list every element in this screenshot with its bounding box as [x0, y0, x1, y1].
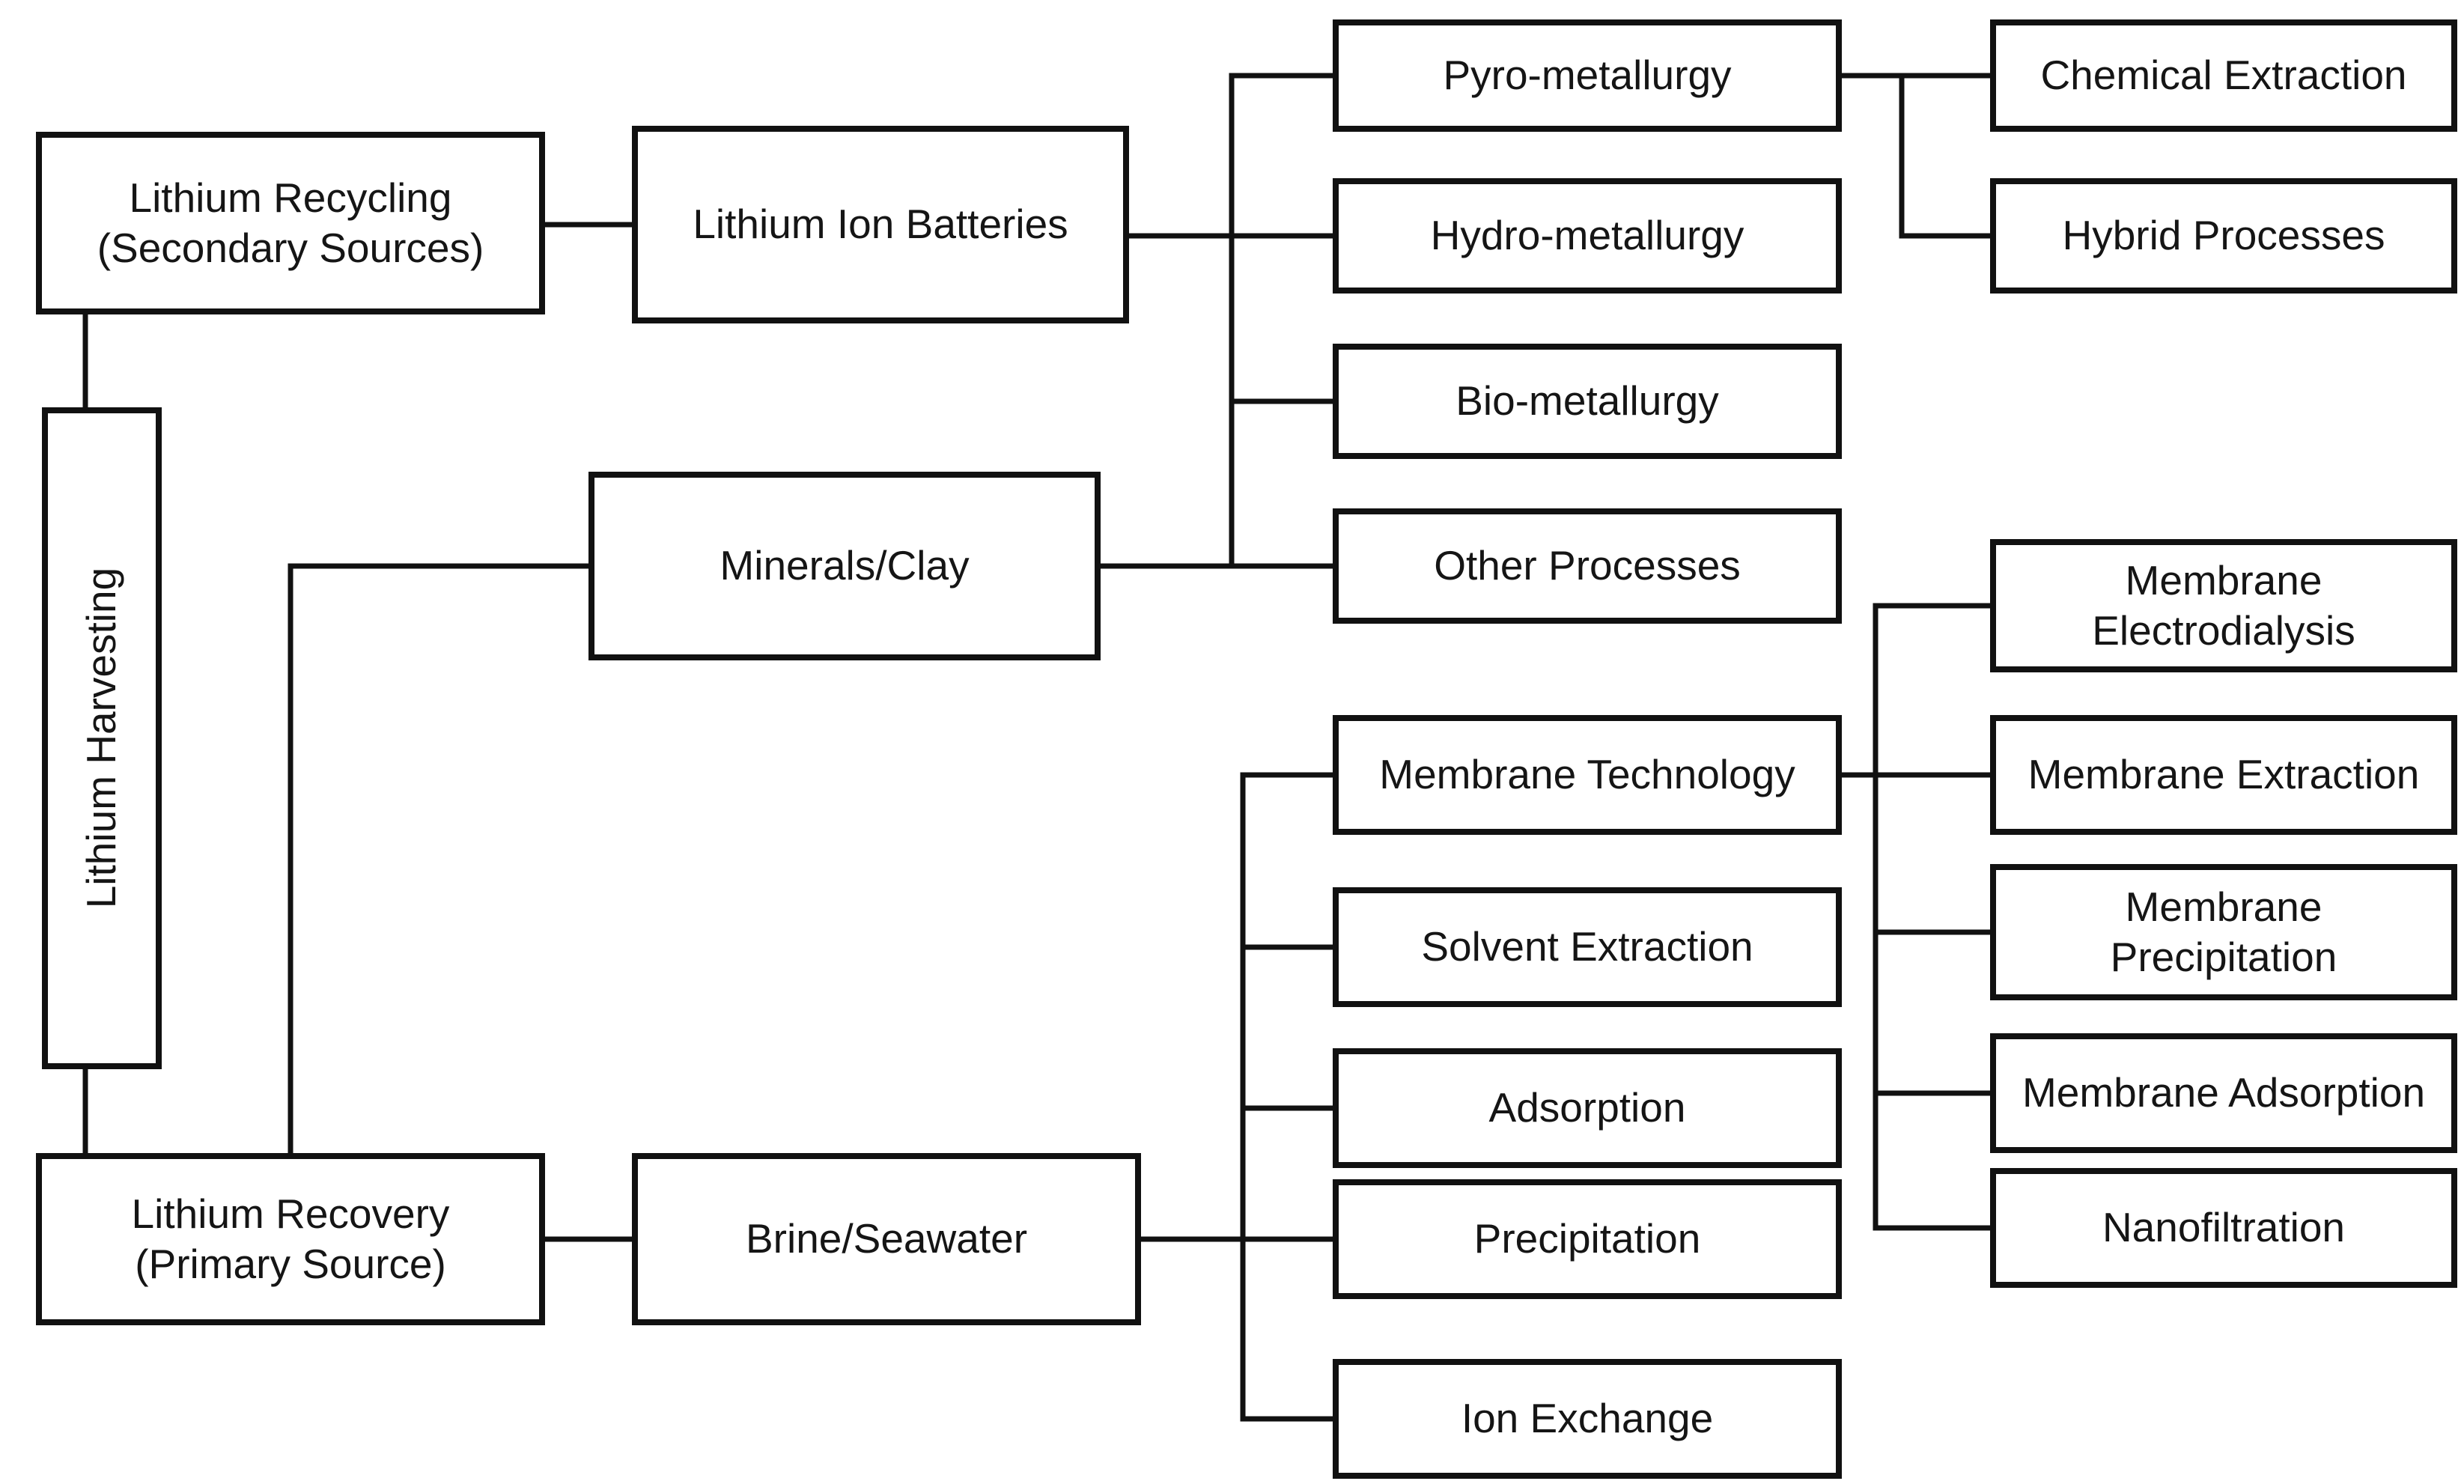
lithium-harvesting-label: Lithium Harvesting — [78, 568, 125, 909]
node-hybrid-processes: Hybrid Processes — [1990, 178, 2457, 294]
node-precipitation: Precipitation — [1333, 1179, 1842, 1299]
node-minerals-clay: Minerals/Clay — [588, 472, 1101, 660]
node-lithium-recycling: Lithium Recycling (Secondary Sources) — [36, 132, 545, 314]
node-other-processes: Other Processes — [1333, 508, 1842, 624]
edge-pyro-hybrid — [1899, 73, 1993, 239]
node-membrane-technology: Membrane Technology — [1333, 715, 1842, 835]
node-bio-metallurgy: Bio-metallurgy — [1333, 344, 1842, 459]
node-pyro-metallurgy: Pyro-metallurgy — [1333, 19, 1842, 132]
node-chemical-extraction: Chemical Extraction — [1990, 19, 2457, 132]
node-ion-exchange: Ion Exchange — [1333, 1359, 1842, 1479]
node-membrane-adsorption: Membrane Adsorption — [1990, 1033, 2457, 1153]
node-membrane-extraction: Membrane Extraction — [1990, 715, 2457, 835]
node-lithium-harvesting: Lithium Harvesting — [42, 407, 162, 1069]
node-membrane-electrodialysis: Membrane Electrodialysis — [1990, 539, 2457, 672]
node-solvent-extraction: Solvent Extraction — [1333, 887, 1842, 1007]
node-adsorption: Adsorption — [1333, 1048, 1842, 1168]
node-brine-seawater: Brine/Seawater — [632, 1153, 1141, 1325]
node-lithium-recovery: Lithium Recovery (Primary Source) — [36, 1153, 545, 1325]
node-hydro-metallurgy: Hydro-metallurgy — [1333, 178, 1842, 294]
node-nanofiltration: Nanofiltration — [1990, 1168, 2457, 1288]
node-lithium-ion-batteries: Lithium Ion Batteries — [632, 126, 1129, 323]
edge-recovery-minerals — [288, 563, 591, 1156]
node-membrane-precipitation: Membrane Precipitation — [1990, 864, 2457, 1000]
